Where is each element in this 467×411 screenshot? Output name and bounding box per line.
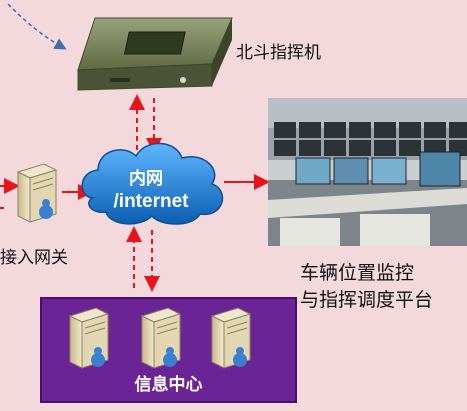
beidou-terminal-icon <box>77 17 233 91</box>
network-label-line2: /internet <box>113 191 189 212</box>
beidou-device-label: 北斗指挥机 <box>236 43 321 63</box>
center-server-icon-2 <box>140 307 182 369</box>
cloud-icon <box>81 142 224 225</box>
gateway-label: 接入网关 <box>0 248 68 268</box>
center-server-icon-1 <box>68 307 110 369</box>
gateway-server-icon <box>16 163 58 223</box>
info-center-label: 信息中心 <box>134 375 203 395</box>
network-label-line1: 内网 <box>129 169 163 188</box>
center-server-icon-3 <box>210 307 252 369</box>
monitoring-room-image <box>268 98 467 246</box>
platform-label-line1: 车辆位置监控 <box>300 262 415 284</box>
dashed-link-to-device <box>7 3 67 50</box>
platform-label-line2: 与指挥调度平台 <box>300 289 434 311</box>
